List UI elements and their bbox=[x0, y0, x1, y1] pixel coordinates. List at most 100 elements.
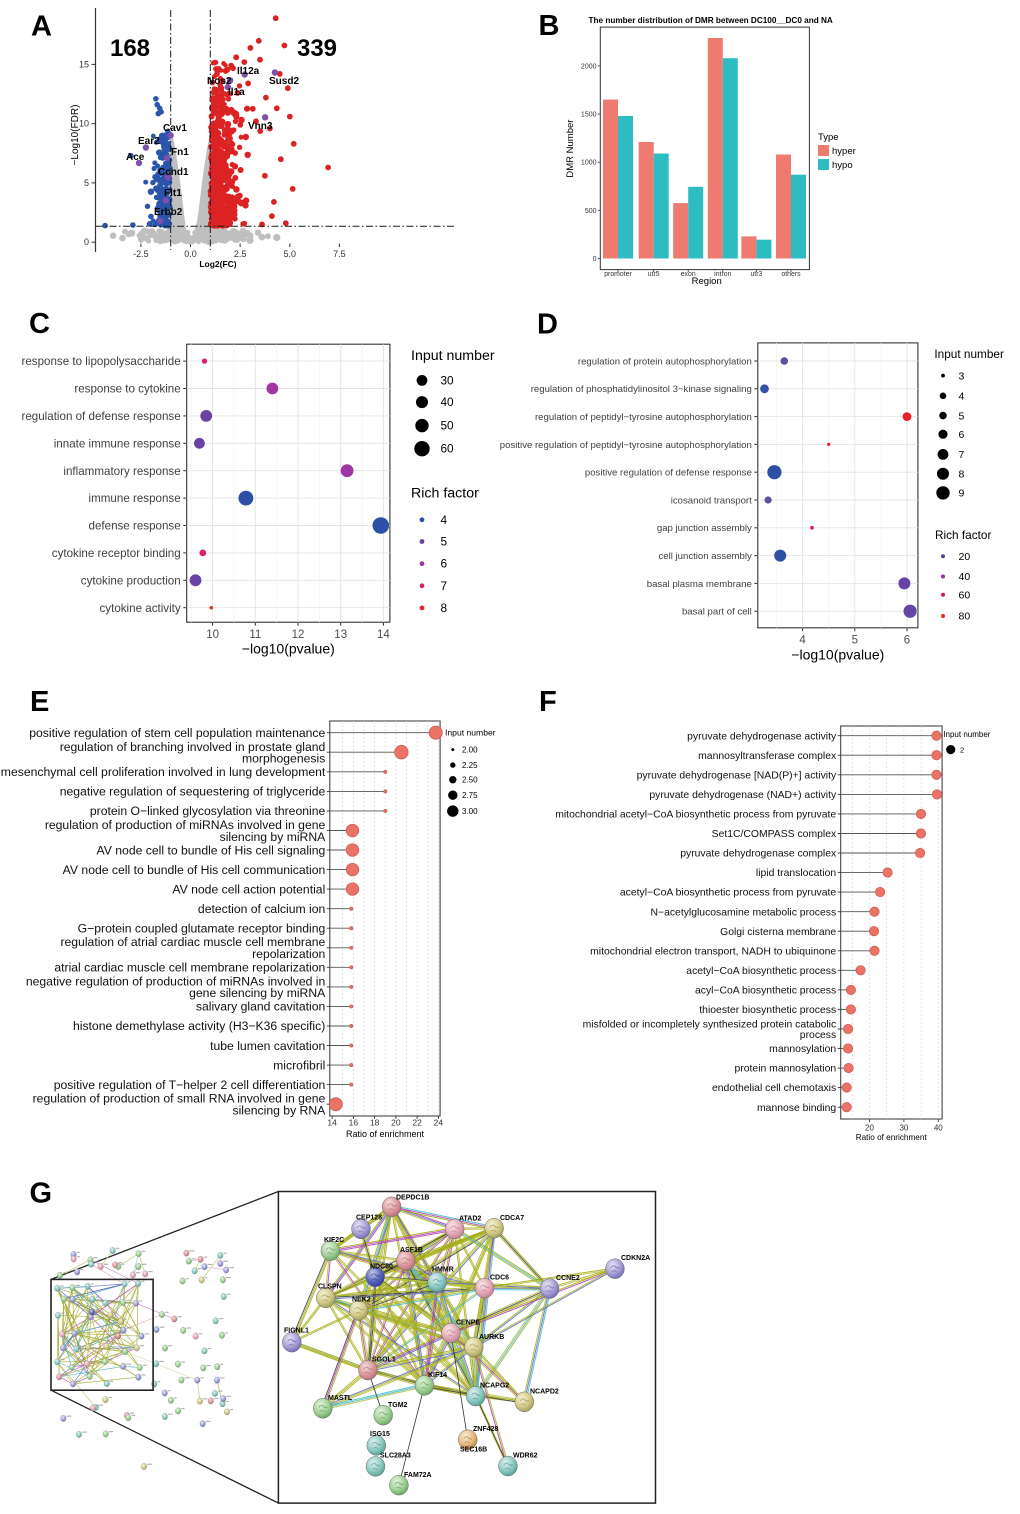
svg-text:2.00: 2.00 bbox=[462, 745, 478, 754]
svg-text:FIGNL1: FIGNL1 bbox=[284, 1328, 309, 1335]
svg-text:cytokine production: cytokine production bbox=[81, 574, 181, 587]
svg-text:Fn1: Fn1 bbox=[171, 147, 189, 158]
svg-text:5.0: 5.0 bbox=[284, 249, 297, 259]
svg-text:mannose binding: mannose binding bbox=[757, 1103, 836, 1114]
svg-text:168: 168 bbox=[110, 35, 150, 62]
svg-text:20: 20 bbox=[391, 1118, 401, 1128]
svg-text:pyruvate dehydrogenase complex: pyruvate dehydrogenase complex bbox=[680, 849, 837, 860]
svg-text:immune response: immune response bbox=[89, 492, 181, 505]
svg-text:2000: 2000 bbox=[581, 63, 597, 70]
svg-text:1500: 1500 bbox=[581, 112, 597, 119]
svg-text:30: 30 bbox=[441, 373, 455, 387]
svg-text:gene silencing by miRNA: gene silencing by miRNA bbox=[189, 986, 326, 1000]
svg-text:50: 50 bbox=[441, 419, 455, 433]
svg-text:60: 60 bbox=[959, 590, 971, 602]
svg-text:utr3: utr3 bbox=[750, 271, 762, 278]
svg-text:9: 9 bbox=[959, 488, 965, 500]
svg-text:NDC80: NDC80 bbox=[370, 1264, 393, 1271]
svg-text:5: 5 bbox=[84, 178, 89, 188]
svg-text:20: 20 bbox=[959, 551, 971, 563]
svg-text:Ace: Ace bbox=[126, 152, 145, 163]
svg-text:SGOL1: SGOL1 bbox=[372, 1357, 396, 1364]
svg-text:detection of calcium ion: detection of calcium ion bbox=[198, 902, 325, 916]
svg-text:0: 0 bbox=[593, 256, 597, 263]
svg-text:lipid translocation: lipid translocation bbox=[756, 868, 837, 879]
svg-text:Ratio of enrichment: Ratio of enrichment bbox=[346, 1129, 425, 1139]
svg-text:7: 7 bbox=[441, 579, 448, 593]
svg-text:6: 6 bbox=[959, 429, 965, 441]
svg-text:process: process bbox=[800, 1030, 836, 1041]
svg-text:protein mannosylation: protein mannosylation bbox=[735, 1064, 837, 1075]
svg-text:pyruvate dehydrogenase (NAD+): pyruvate dehydrogenase (NAD+) activity bbox=[649, 790, 837, 801]
svg-text:24: 24 bbox=[434, 1118, 444, 1128]
svg-text:basal plasma membrane: basal plasma membrane bbox=[647, 579, 752, 590]
svg-text:HMMR: HMMR bbox=[432, 1267, 454, 1274]
svg-text:cytokine activity: cytokine activity bbox=[100, 602, 181, 615]
svg-text:regulation of protein autophos: regulation of protein autophosphorylatio… bbox=[578, 356, 752, 367]
svg-text:D: D bbox=[537, 309, 558, 341]
svg-text:inflammatory response: inflammatory response bbox=[63, 465, 180, 478]
svg-text:2.25: 2.25 bbox=[462, 761, 478, 770]
svg-text:response to lipopolysaccharide: response to lipopolysaccharide bbox=[21, 355, 180, 368]
svg-text:histone demethylase activity (: histone demethylase activity (H3−K36 spe… bbox=[73, 1019, 325, 1033]
svg-text:response to cytokine: response to cytokine bbox=[74, 383, 180, 396]
svg-text:F: F bbox=[539, 686, 557, 718]
svg-text:10: 10 bbox=[206, 629, 219, 641]
svg-text:Ratio of enrichment: Ratio of enrichment bbox=[856, 1133, 928, 1142]
svg-text:The number distribution of DMR: The number distribution of DMR between D… bbox=[589, 16, 833, 25]
svg-text:silencing by miRNA: silencing by miRNA bbox=[220, 830, 327, 844]
svg-text:DEPDC1B: DEPDC1B bbox=[396, 1195, 429, 1202]
svg-text:tube lumen cavitation: tube lumen cavitation bbox=[210, 1039, 325, 1053]
svg-text:mannosyltransferase complex: mannosyltransferase complex bbox=[698, 751, 837, 762]
svg-text:A: A bbox=[31, 11, 52, 43]
svg-text:E: E bbox=[30, 686, 49, 718]
svg-text:Rich factor: Rich factor bbox=[935, 528, 991, 542]
svg-text:KIF2C: KIF2C bbox=[324, 1237, 344, 1244]
svg-text:8: 8 bbox=[441, 601, 448, 615]
svg-text:cell junction assembly: cell junction assembly bbox=[658, 551, 752, 562]
svg-text:microfibril: microfibril bbox=[273, 1058, 325, 1072]
svg-text:positive regulation of stem ce: positive regulation of stem cell populat… bbox=[29, 726, 325, 740]
svg-text:pyruvate dehydrogenase activit: pyruvate dehydrogenase activity bbox=[687, 731, 837, 742]
svg-text:SEC16B: SEC16B bbox=[460, 1447, 487, 1454]
svg-text:Input number: Input number bbox=[411, 348, 495, 364]
svg-text:KIF14: KIF14 bbox=[428, 1372, 447, 1379]
svg-text:regulation of defense response: regulation of defense response bbox=[21, 410, 180, 423]
svg-text:−log10(pvalue): −log10(pvalue) bbox=[791, 646, 884, 662]
svg-text:14: 14 bbox=[377, 629, 390, 641]
svg-text:hypo: hypo bbox=[832, 160, 853, 171]
svg-text:AURKB: AURKB bbox=[479, 1334, 504, 1341]
svg-text:4: 4 bbox=[799, 635, 806, 647]
svg-text:CDCA7: CDCA7 bbox=[500, 1215, 524, 1222]
svg-text:Region: Region bbox=[692, 276, 722, 287]
svg-text:ZNF428: ZNF428 bbox=[473, 1426, 498, 1433]
svg-text:2.75: 2.75 bbox=[462, 791, 478, 800]
svg-text:others: others bbox=[781, 271, 801, 278]
svg-text:14: 14 bbox=[327, 1118, 337, 1128]
svg-text:30: 30 bbox=[899, 1124, 908, 1133]
svg-text:7.5: 7.5 bbox=[333, 249, 346, 259]
svg-text:Type: Type bbox=[818, 132, 839, 143]
svg-text:500: 500 bbox=[585, 208, 597, 215]
svg-text:silencing by RNA: silencing by RNA bbox=[232, 1104, 326, 1118]
svg-text:11: 11 bbox=[249, 629, 261, 641]
svg-text:hyper: hyper bbox=[832, 146, 856, 157]
svg-text:20: 20 bbox=[865, 1124, 874, 1133]
svg-text:CLSPN: CLSPN bbox=[318, 1284, 342, 1291]
svg-text:cytokine receptor binding: cytokine receptor binding bbox=[52, 547, 181, 560]
svg-text:basal part of cell: basal part of cell bbox=[682, 607, 752, 618]
svg-text:40: 40 bbox=[441, 395, 455, 409]
svg-text:salivary gland cavitation: salivary gland cavitation bbox=[196, 1000, 325, 1014]
svg-text:Rich factor: Rich factor bbox=[411, 486, 479, 502]
svg-text:Cav1: Cav1 bbox=[163, 123, 187, 134]
svg-text:Input number: Input number bbox=[934, 347, 1004, 361]
svg-text:NCAPG2: NCAPG2 bbox=[480, 1383, 509, 1390]
svg-text:SLC28A3: SLC28A3 bbox=[380, 1453, 411, 1460]
svg-text:repolarization: repolarization bbox=[252, 947, 325, 961]
svg-text:5: 5 bbox=[959, 410, 965, 422]
svg-text:Il1a: Il1a bbox=[228, 87, 245, 98]
svg-text:icosanoid transport: icosanoid transport bbox=[671, 495, 752, 506]
svg-text:ASF1B: ASF1B bbox=[400, 1247, 423, 1254]
svg-text:40: 40 bbox=[934, 1124, 943, 1133]
svg-text:339: 339 bbox=[297, 35, 337, 62]
